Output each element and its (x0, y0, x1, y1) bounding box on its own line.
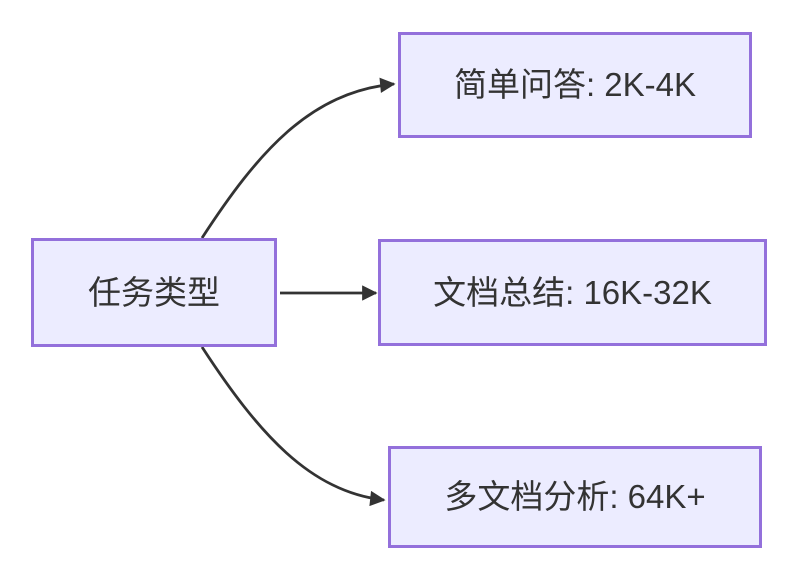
node-simple-qa: 简单问答: 2K-4K (398, 32, 752, 138)
edge-task-to-multi-doc (200, 346, 386, 507)
node-task-type: 任务类型 (31, 238, 277, 347)
node-doc-summary: 文档总结: 16K-32K (378, 239, 767, 346)
node-task-type-label: 任务类型 (88, 273, 220, 311)
node-simple-qa-label: 简单问答: 2K-4K (453, 66, 697, 104)
node-multi-doc: 多文档分析: 64K+ (388, 446, 762, 548)
node-doc-summary-label: 文档总结: 16K-32K (433, 273, 712, 311)
node-multi-doc-label: 多文档分析: 64K+ (444, 478, 706, 516)
edge-task-to-simple-qa (200, 77, 396, 239)
